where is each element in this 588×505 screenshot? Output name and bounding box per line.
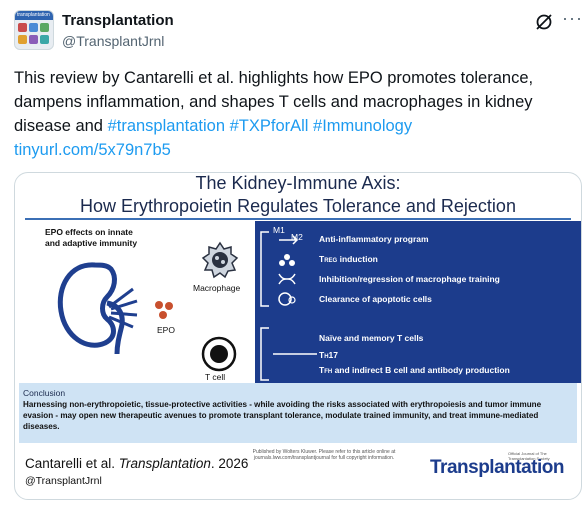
conclusion-box: Conclusion Harnessing non-erythropoietic… bbox=[19, 383, 577, 443]
tweet-body: This review by Cantarelli et al. highlig… bbox=[14, 69, 534, 135]
apoptotic-cell-icon bbox=[278, 292, 296, 306]
tcell-icon bbox=[201, 336, 237, 372]
author-handle[interactable]: @TransplantJrnl bbox=[62, 33, 165, 49]
hashtag-immunology[interactable]: #Immunology bbox=[313, 117, 413, 135]
infographic-title-line2: How Erythropoietin Regulates Tolerance a… bbox=[80, 196, 516, 216]
treg-sub: REG bbox=[324, 258, 338, 264]
th17-suffix: 17 bbox=[328, 350, 339, 360]
avatar[interactable]: transplantation bbox=[14, 10, 54, 50]
hashtag-txpforall[interactable]: #TXPforAll bbox=[229, 117, 309, 135]
effects-panel bbox=[255, 221, 581, 383]
avatar-cell bbox=[18, 35, 27, 44]
treg-icon bbox=[279, 254, 295, 266]
avatar-cell bbox=[29, 35, 38, 44]
tfh-suffix: and indirect B cell and antibody product… bbox=[332, 365, 510, 375]
citation-year: . 2026 bbox=[210, 456, 249, 471]
treg-prefix: T bbox=[319, 254, 325, 264]
macrophage-polarization-icon bbox=[279, 235, 299, 245]
kidney-icon bbox=[57, 262, 138, 354]
tcell-label: T cell bbox=[205, 372, 226, 382]
author-name[interactable]: Transplantation bbox=[62, 12, 174, 29]
macrophage-icon bbox=[201, 241, 239, 279]
m1-label: M1 bbox=[273, 225, 285, 235]
infographic-title-line1: The Kidney-Immune Axis: bbox=[195, 173, 401, 193]
th17-sub: H bbox=[324, 354, 329, 360]
th17-prefix: T bbox=[319, 350, 325, 360]
citation-handle: @TransplantJrnl bbox=[25, 475, 102, 487]
effect-inhibition-training: Inhibition/regression of macrophage trai… bbox=[319, 274, 500, 284]
effect-treg-induction: TREG induction bbox=[319, 254, 378, 264]
effect-naive-memory: Naïve and memory T cells bbox=[319, 333, 424, 343]
epo-effects-line1: EPO effects on innate bbox=[45, 227, 133, 237]
avatar-cell bbox=[40, 23, 49, 32]
citation-journal: Transplantation bbox=[118, 456, 211, 471]
journal-logo: Transplantation bbox=[430, 457, 564, 478]
epo-dots-icon bbox=[155, 301, 173, 319]
conclusion-body: Harnessing non-erythropoietic, tissue-pr… bbox=[23, 400, 542, 431]
epo-effects-heading: EPO effects on innate and adaptive immun… bbox=[45, 227, 137, 249]
brand-subtitle: Official Journal of The Transplantation … bbox=[508, 451, 550, 461]
publisher-note: Published by Wolters Kluwer. Please refe… bbox=[252, 449, 396, 462]
effect-tfh: TFH and indirect B cell and antibody pro… bbox=[319, 365, 510, 375]
epo-effects-line2: and adaptive immunity bbox=[45, 238, 138, 248]
tfh-sub: FH bbox=[324, 369, 333, 375]
grok-icon[interactable] bbox=[534, 12, 554, 32]
avatar-band: transplantation bbox=[15, 11, 53, 20]
more-icon[interactable]: ··· bbox=[562, 8, 583, 28]
effect-th17: TH17 bbox=[319, 350, 338, 360]
media-card[interactable]: The Kidney-Immune Axis: How Erythropoiet… bbox=[14, 172, 582, 500]
effect-clearance: Clearance of apoptotic cells bbox=[319, 294, 432, 304]
avatar-cell bbox=[40, 35, 49, 44]
tfh-prefix: T bbox=[319, 365, 325, 375]
avatar-cell bbox=[29, 23, 38, 32]
citation-authors: Cantarelli et al. bbox=[25, 456, 119, 471]
tweet-text: This review by Cantarelli et al. highlig… bbox=[14, 66, 580, 162]
macrophage-label: Macrophage bbox=[193, 283, 241, 293]
treg-suffix: induction bbox=[337, 254, 378, 264]
title-divider bbox=[25, 218, 571, 220]
hashtag-transplantation[interactable]: #transplantation bbox=[107, 117, 225, 135]
epo-label: EPO bbox=[157, 325, 175, 335]
conclusion-heading: Conclusion bbox=[23, 388, 66, 398]
avatar-label: transplantation bbox=[17, 12, 50, 18]
citation: Cantarelli et al. Transplantation. 2026 bbox=[25, 456, 248, 471]
avatar-cell bbox=[18, 23, 27, 32]
tcell-bracket bbox=[260, 327, 317, 381]
tweet-link[interactable]: tinyurl.com/5x79n7b5 bbox=[14, 141, 171, 159]
training-icon bbox=[278, 273, 296, 285]
effect-anti-inflammatory: Anti-inflammatory program bbox=[319, 234, 429, 244]
m2-label: M2 bbox=[291, 232, 303, 242]
macrophage-bracket bbox=[260, 231, 269, 307]
